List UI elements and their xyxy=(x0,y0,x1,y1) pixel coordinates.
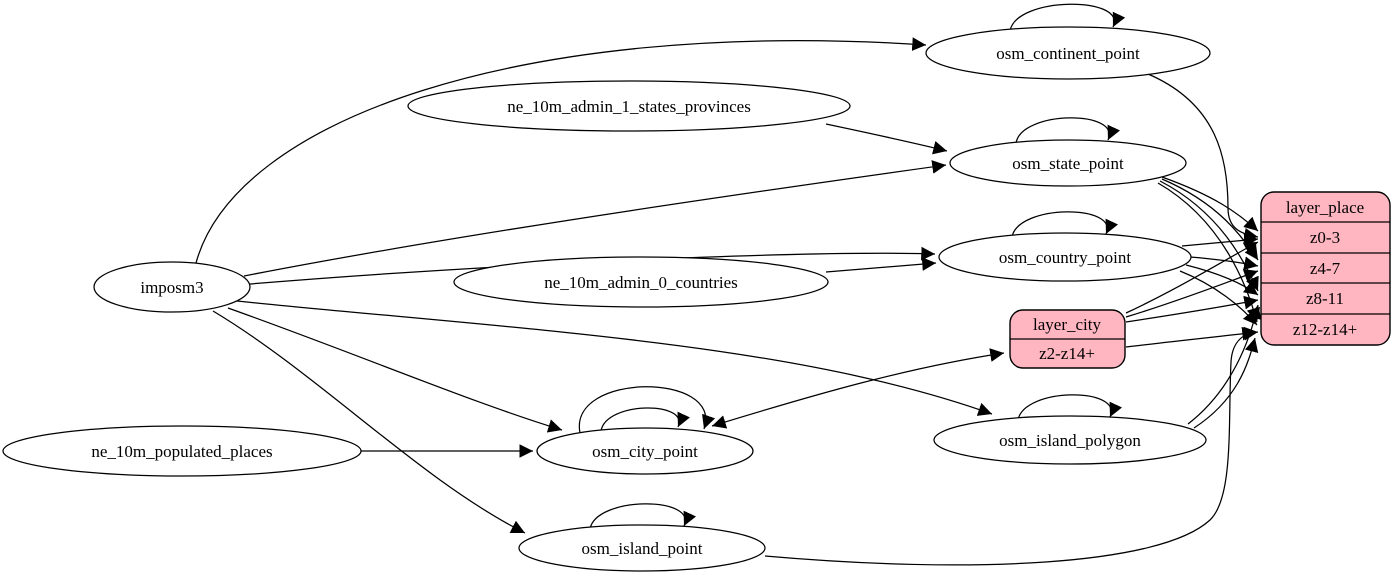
node-osm_continent_point-shape xyxy=(925,26,1211,80)
self-loop-osm_island_point xyxy=(589,503,697,530)
node-osm_island_point: osm_island_point xyxy=(518,524,766,572)
nodes: imposm3 ne_10m_admin_1_states_provinces … xyxy=(2,26,1391,572)
record-layer_city: layer_city z2-z14+ xyxy=(1009,309,1126,369)
edge-osm_continent_point-to-layer_place-z0-3 xyxy=(1147,73,1259,242)
record-layer_place-row-z8-11: z8-11 xyxy=(1306,289,1344,308)
record-layer_place: layer_place z0-3 z4-7 z8-11 z12-z14+ xyxy=(1260,191,1391,346)
node-osm_continent_point: osm_continent_point xyxy=(925,26,1211,80)
record-layer_city-row-z2-z14: z2-z14+ xyxy=(1039,344,1095,363)
node-imposm3: imposm3 xyxy=(93,261,251,313)
node-osm_city_point-label: osm_city_point xyxy=(592,442,698,461)
node-osm_city_point-shape xyxy=(536,427,754,475)
self-loop-osm_country_point xyxy=(1011,211,1119,238)
node-imposm3-shape xyxy=(93,261,251,313)
edge-layer_city-to-layer_place-z12-z14 xyxy=(1125,326,1259,348)
edge-layer_city-to-layer_place-z4-7 xyxy=(1125,269,1259,318)
edge-imposm3-to-osm_island_point xyxy=(212,310,526,534)
record-layer_place-row-z0-3: z0-3 xyxy=(1310,228,1340,247)
record-layer_place-row-z4-7: z4-7 xyxy=(1310,259,1341,278)
node-imposm3-label: imposm3 xyxy=(140,278,203,297)
node-osm_island_polygon-shape xyxy=(933,415,1207,465)
node-ne_10m_populated_places-label: ne_10m_populated_places xyxy=(91,442,272,461)
node-osm_country_point-shape xyxy=(938,232,1192,282)
record-layer_place-row-z12-z14: z12-z14+ xyxy=(1293,320,1357,339)
edges xyxy=(195,3,1262,566)
edge-ne_10m_admin_1_states_provinces-to-osm_state_point xyxy=(825,123,948,155)
edge-osm_country_point-to-layer_place-z0-3 xyxy=(1181,233,1259,248)
record-layer_place-title: layer_place xyxy=(1286,198,1364,217)
node-osm_island_polygon-label: osm_island_polygon xyxy=(999,431,1141,450)
edge-layer_city-to-layer_place-z8-11 xyxy=(1125,295,1259,323)
node-osm_state_point: osm_state_point xyxy=(949,139,1187,187)
node-ne_10m_populated_places-shape xyxy=(2,425,362,477)
node-osm_state_point-label: osm_state_point xyxy=(1012,154,1124,173)
self-loop-osm_city_point-outer xyxy=(578,386,716,434)
edge-osm_island_point-to-layer_place-z12-z14 xyxy=(764,326,1257,566)
node-ne_10m_admin_1_states_provinces-label: ne_10m_admin_1_states_provinces xyxy=(507,97,751,116)
record-layer_place-shape xyxy=(1260,191,1391,346)
node-osm_continent_point-label: osm_continent_point xyxy=(996,44,1140,63)
node-osm_city_point: osm_city_point xyxy=(536,427,754,475)
node-ne_10m_admin_0_countries-label: ne_10m_admin_0_countries xyxy=(544,273,738,292)
edge-osm_state_point-to-layer_place-z0-3 xyxy=(1161,176,1259,232)
edge-imposm3-to-osm_island_polygon xyxy=(236,300,993,416)
node-ne_10m_admin_1_states_provinces-shape xyxy=(407,80,851,132)
edge-osm_country_point-to-layer_place-z4-7 xyxy=(1189,256,1259,271)
node-ne_10m_admin_0_countries: ne_10m_admin_0_countries xyxy=(453,256,829,308)
node-ne_10m_populated_places: ne_10m_populated_places xyxy=(2,425,362,477)
self-loop-osm_state_point xyxy=(1015,117,1121,144)
edge-imposm3-to-osm_continent_point xyxy=(195,37,927,264)
node-ne_10m_admin_0_countries-shape xyxy=(453,256,829,308)
edge-imposm3-to-osm_state_point xyxy=(243,160,947,277)
node-osm_country_point-label: osm_country_point xyxy=(999,248,1131,267)
edge-osm_island_polygon-to-layer_place-z8-11 xyxy=(1187,304,1262,425)
self-loop-osm_island_polygon xyxy=(1017,394,1123,421)
node-osm_island_point-shape xyxy=(518,524,766,572)
node-osm_state_point-shape xyxy=(949,139,1187,187)
edge-osm_island_polygon-to-layer_place-z12-z14 xyxy=(1193,337,1259,429)
self-loop-osm_city_point-inner xyxy=(600,407,690,432)
node-ne_10m_admin_1_states_provinces: ne_10m_admin_1_states_provinces xyxy=(407,80,851,132)
self-loop-osm_continent_point xyxy=(1009,3,1126,32)
record-layer_city-title: layer_city xyxy=(1033,315,1101,334)
edge-ne_10m_admin_0_countries-to-osm_country_point xyxy=(825,257,937,273)
node-osm_country_point: osm_country_point xyxy=(938,232,1192,282)
edge-imposm3-to-osm_city_point xyxy=(227,307,563,433)
node-osm_island_polygon: osm_island_polygon xyxy=(933,415,1207,465)
node-osm_island_point-label: osm_island_point xyxy=(582,539,703,558)
edge-osm_city_point-to-layer_city xyxy=(711,348,1005,429)
edge-osm_country_point-to-layer_place-z8-11 xyxy=(1185,264,1259,296)
edge-layer_city-to-layer_place-z0-3 xyxy=(1125,241,1259,314)
